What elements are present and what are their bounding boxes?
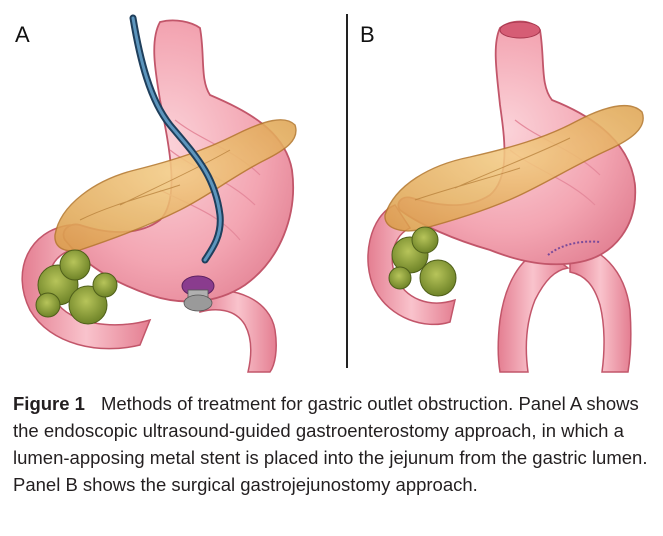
anastomosis-suture [547, 240, 601, 256]
tumor-b [388, 226, 457, 297]
stent-a [181, 275, 215, 312]
jejunum-a [199, 289, 277, 373]
jejunum-b-left [497, 249, 570, 373]
figure-label: Figure 1 [13, 393, 85, 414]
medical-illustration [21, 14, 644, 373]
figure-panel: A B [15, 14, 644, 373]
caption-text: Methods of treatment for gastric outlet … [13, 393, 648, 495]
pancreas-a [54, 119, 297, 252]
panel-b-illustration [367, 20, 644, 373]
panel-a-illustration [21, 14, 297, 373]
jejunum-b-right [569, 244, 632, 373]
panel-divider [346, 14, 348, 368]
panel-label-a: A [15, 22, 30, 47]
tumor-a [35, 249, 118, 325]
panel-label-b: B [360, 22, 375, 47]
pancreas-b [384, 105, 644, 232]
